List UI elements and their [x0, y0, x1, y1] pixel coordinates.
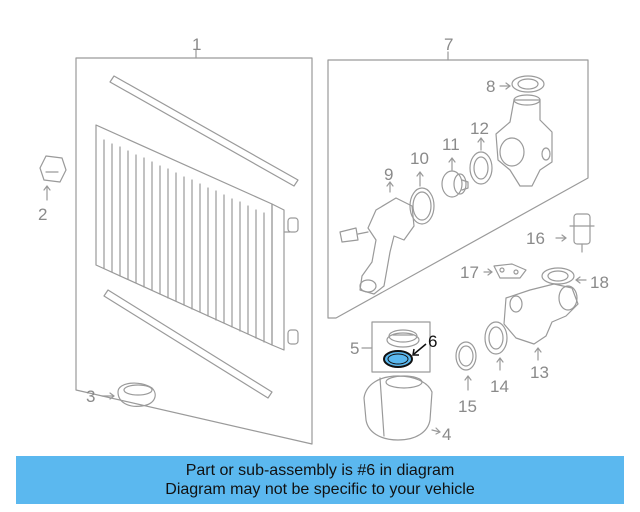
- callout-7: 7: [444, 35, 453, 54]
- lower-rail: [103, 289, 273, 399]
- thermostat-housing-part-7: [495, 94, 553, 187]
- callout-5: 5: [350, 339, 359, 358]
- parts-diagram: 1 2 3 4 5 6 7 8 9 10 11 12 13 14 15 16 1…: [38, 35, 609, 445]
- radiator: [95, 124, 299, 351]
- callout-9: 9: [384, 165, 393, 184]
- callout-1: 1: [192, 35, 201, 54]
- callout-18: 18: [590, 273, 609, 292]
- gasket-part-17: [483, 263, 527, 279]
- callout-12: 12: [470, 119, 489, 138]
- outlet-housing-part-13: [503, 283, 579, 361]
- cap-part-5: [386, 329, 420, 348]
- callout-10: 10: [410, 149, 429, 168]
- flange-part-9: [339, 181, 415, 295]
- oring-part-8: [499, 75, 545, 93]
- callout-6: 6: [428, 332, 437, 351]
- clamp-part-15: [455, 341, 477, 391]
- banner-line-1: Part or sub-assembly is #6 in diagram: [185, 462, 455, 479]
- callout-11: 11: [442, 135, 460, 154]
- sensor-part-16: [555, 213, 595, 253]
- callout-4: 4: [442, 425, 451, 444]
- callout-13: 13: [530, 363, 549, 382]
- seal-part-10: [409, 171, 435, 225]
- mount-part-3: [101, 382, 156, 407]
- thermostat-group-panel: [327, 51, 589, 319]
- cap-group-panel: [361, 321, 431, 373]
- upper-rail: [109, 75, 299, 187]
- callout-16: 16: [526, 229, 545, 248]
- callout-8: 8: [486, 77, 495, 96]
- oring-part-18: [541, 267, 587, 285]
- thermostat-part-11: [441, 157, 469, 198]
- callout-17: 17: [460, 263, 479, 282]
- ring-part-12: [469, 137, 493, 185]
- banner-line-2: Diagram may not be specific to your vehi…: [165, 481, 475, 498]
- callout-14: 14: [490, 377, 509, 396]
- ring-part-14: [484, 321, 508, 371]
- highlighted-seal-part-6: [383, 343, 427, 368]
- callout-3: 3: [86, 387, 95, 406]
- callout-15: 15: [458, 397, 477, 416]
- expansion-tank-part-4: [363, 375, 441, 441]
- info-banner: Part or sub-assembly is #6 in diagram Di…: [16, 456, 624, 504]
- bracket-part-2: [39, 155, 67, 201]
- radiator-group-panel: [75, 49, 313, 445]
- callout-2: 2: [38, 205, 47, 224]
